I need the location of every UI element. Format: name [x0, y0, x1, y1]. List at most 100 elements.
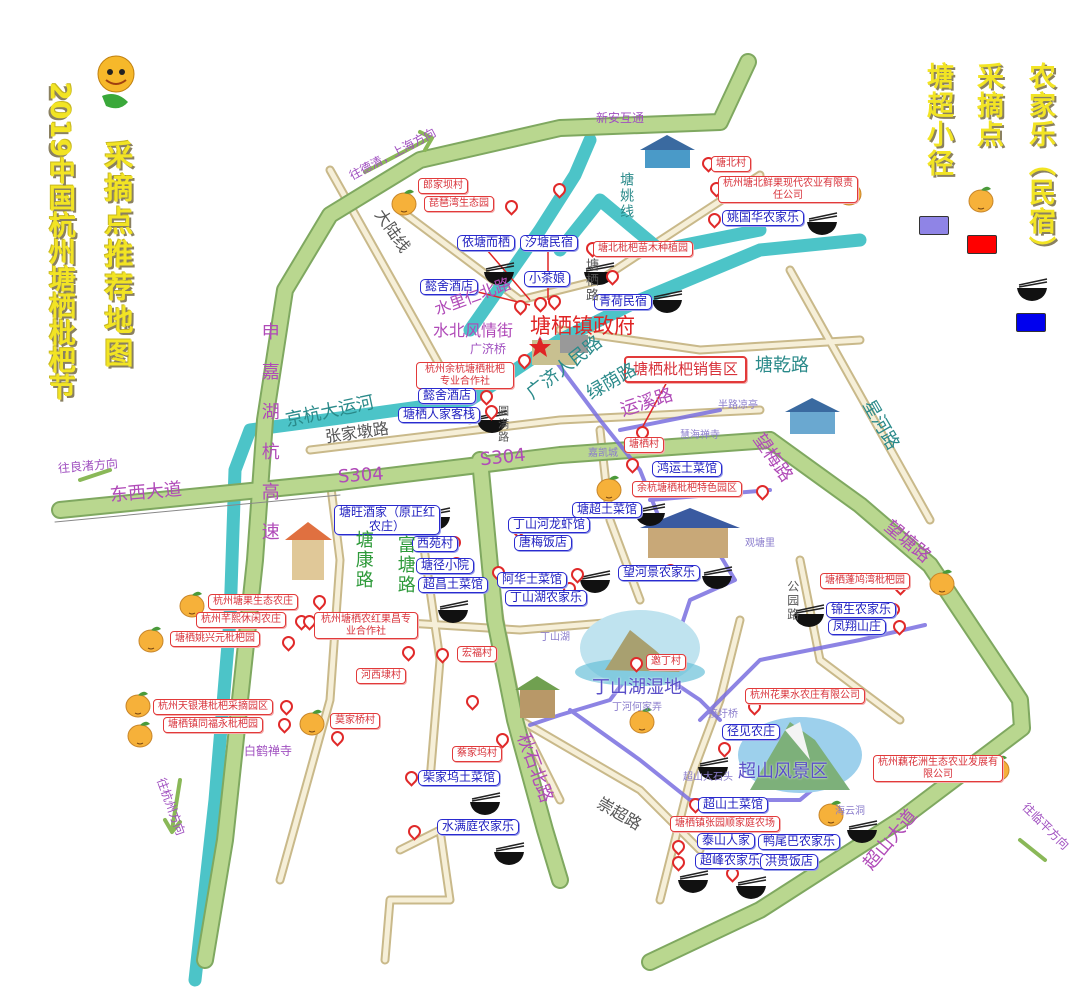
farmstay-label[interactable]: 超昌土菜馆 — [418, 577, 489, 593]
bowl-icon — [734, 876, 768, 900]
farmstay-label[interactable]: 塘径小院 — [416, 558, 475, 574]
loquat-icon — [390, 186, 418, 216]
place-label: 丁山湖 — [540, 632, 570, 643]
picking-spot-label[interactable]: 杭州塘北鲜果现代农业有限责任公司 — [718, 176, 858, 203]
picking-spot-label[interactable]: 塘栖枇杷销售区 — [624, 356, 748, 384]
bowl-icon — [436, 600, 470, 624]
mascot-icon — [97, 55, 135, 109]
legend-picking-swatch — [967, 235, 997, 254]
farmstay-label[interactable]: 塘超土菜馆 — [572, 502, 643, 518]
place-label: 观塘里 — [745, 538, 775, 549]
picking-spot-label[interactable]: 宏福村 — [457, 646, 497, 662]
loquat-icon — [137, 623, 165, 653]
farmstay-label[interactable]: 锦生农家乐 — [826, 602, 897, 618]
picking-spot-label[interactable]: 塘栖镇同福永枇杷园 — [163, 717, 263, 733]
farmstay-label[interactable]: 鸿运土菜馆 — [652, 461, 723, 477]
farmstay-label[interactable]: 超山土菜馆 — [698, 797, 769, 813]
farmstay-label[interactable]: 依塘而栖 — [457, 235, 516, 251]
loquat-icon — [967, 183, 995, 213]
farmstay-label[interactable]: 塘旺酒家（原正红农庄） — [334, 505, 440, 535]
picking-spot-label[interactable]: 余杭塘栖枇杷特色园区 — [632, 481, 742, 497]
picking-spot-label[interactable]: 杭州余杭塘栖枇杷专业合作社 — [416, 362, 514, 389]
loquat-icon — [178, 588, 206, 618]
picking-spot-label[interactable]: 塘栖镇张园顺家庭农场 — [670, 816, 780, 832]
picking-spot-label[interactable]: 杭州天银港枇杷采摘园区 — [153, 699, 273, 715]
loquat-icon — [298, 706, 326, 736]
farmstay-label[interactable]: 水满庭农家乐 — [437, 819, 520, 835]
bowl-icon — [792, 604, 826, 628]
farmstay-label[interactable]: 柴家坞土菜馆 — [418, 770, 501, 786]
farmstay-label[interactable]: 径见农庄 — [722, 724, 781, 740]
bowl-icon — [805, 212, 839, 236]
place-label: 超山风景区 — [738, 761, 828, 782]
farmstay-label[interactable]: 泰山人家 — [697, 833, 756, 849]
farmstay-label[interactable]: 唐梅饭店 — [514, 535, 573, 551]
direction-arrows — [78, 130, 1047, 862]
farmstay-label[interactable]: 超峰农家乐 — [695, 853, 766, 869]
place-label: 白鹤禅寺 — [244, 744, 293, 758]
farmstay-label[interactable]: 洪贵饭店 — [760, 854, 819, 870]
place-label: 塘栖路 — [582, 258, 598, 303]
farmstay-label[interactable]: 懿舍酒店 — [418, 388, 477, 404]
place-label: 富塘路 — [394, 535, 416, 595]
loquat-icon — [817, 797, 845, 827]
farmstay-label[interactable]: 望河景农家乐 — [618, 565, 701, 581]
loquat-icon — [595, 472, 623, 502]
place-label: 海云洞 — [835, 806, 865, 817]
farmstay-label[interactable]: 懿舍酒店 — [420, 279, 479, 295]
loquat-icon — [126, 718, 154, 748]
picking-spot-label[interactable]: 莫家桥村 — [330, 713, 380, 729]
picking-spot-label[interactable]: 杭州芊熙休闲农庄 — [196, 612, 286, 628]
place-label: 嘉凯城 — [588, 448, 618, 459]
bowl-icon — [492, 842, 526, 866]
picking-spot-label[interactable]: 郎家坝村 — [418, 178, 468, 194]
farmstay-label[interactable]: 阿华土菜馆 — [497, 572, 568, 588]
picking-spot-label[interactable]: 杭州花果水农庄有限公司 — [745, 688, 865, 704]
picking-spot-label[interactable]: 杭州塘果生态农庄 — [208, 594, 298, 610]
farmstay-label[interactable]: 凤翔山庄 — [828, 619, 887, 635]
picking-spot-label[interactable]: 塘北枇杷苗木种植园 — [593, 241, 693, 257]
farmstay-label[interactable]: 丁山湖农家乐 — [505, 590, 588, 606]
bowl-icon — [676, 870, 710, 894]
bowl-icon — [700, 566, 734, 590]
place-label: 丁河何家弄 — [612, 702, 662, 713]
place-label: 公园路 — [785, 580, 800, 622]
picking-spot-label[interactable]: 杭州藕花洲生态农业发展有限公司 — [873, 755, 1003, 782]
farmstay-label[interactable]: 汐塘民宿 — [520, 235, 579, 251]
bowl-icon — [696, 757, 730, 781]
map-title: 采摘点推荐地图 — [100, 140, 134, 371]
farmstay-label[interactable]: 姚国华农家乐 — [722, 210, 805, 226]
picking-spot-label[interactable]: 琵琶湾生态园 — [424, 196, 494, 212]
farmstay-label[interactable]: 西苑村 — [412, 536, 459, 552]
place-label: 半路凉亭 — [718, 400, 758, 411]
picking-spot-label[interactable]: 塘栖姚兴元枇杷园 — [170, 631, 260, 647]
bowl-icon — [482, 262, 516, 286]
farmstay-label[interactable]: 塘栖人家客栈 — [398, 407, 481, 423]
picking-spot-label[interactable]: 杭州塘栖农红果昌专业合作社 — [314, 612, 418, 639]
place-label: 丁山湖湿地 — [592, 677, 682, 698]
loquat-icon — [124, 688, 152, 718]
farmstay-label[interactable]: 青荷民宿 — [594, 294, 653, 310]
festival-title: 2019中国杭州塘栖枇杷节 — [44, 82, 75, 401]
loquat-icon — [628, 704, 656, 734]
picking-spot-label[interactable]: 蔡家坞村 — [452, 746, 502, 762]
government-star-icon — [529, 336, 551, 357]
place-label: 塘栖镇政府 — [530, 314, 635, 338]
picking-spot-label[interactable]: 塘栖蓬鸠湾枇杷园 — [820, 573, 910, 589]
bowl-icon — [845, 820, 879, 844]
legend-trail: 塘超小径 — [922, 62, 953, 178]
bowl-icon — [650, 290, 684, 314]
place-label: 塘康路 — [352, 530, 374, 590]
place-label: 广济桥 — [470, 342, 507, 356]
picking-spot-label[interactable]: 塘栖村 — [624, 437, 664, 453]
picking-spot-label[interactable]: 河西埭村 — [356, 668, 406, 684]
bowl-icon — [468, 792, 502, 816]
place-label: 水北风情街 — [433, 321, 514, 340]
picking-spot-label[interactable]: 邀丁村 — [646, 654, 686, 670]
place-label: 申嘉湖杭高速 — [258, 322, 280, 562]
picking-spot-label[interactable]: 塘北村 — [711, 156, 751, 172]
farmstay-label[interactable]: 丁山河龙虾馆 — [508, 517, 591, 533]
farmstay-label[interactable]: 小茶娘 — [524, 271, 571, 287]
legend-trail-swatch — [919, 216, 949, 235]
farmstay-label[interactable]: 鸭尾巴农家乐 — [758, 834, 841, 850]
